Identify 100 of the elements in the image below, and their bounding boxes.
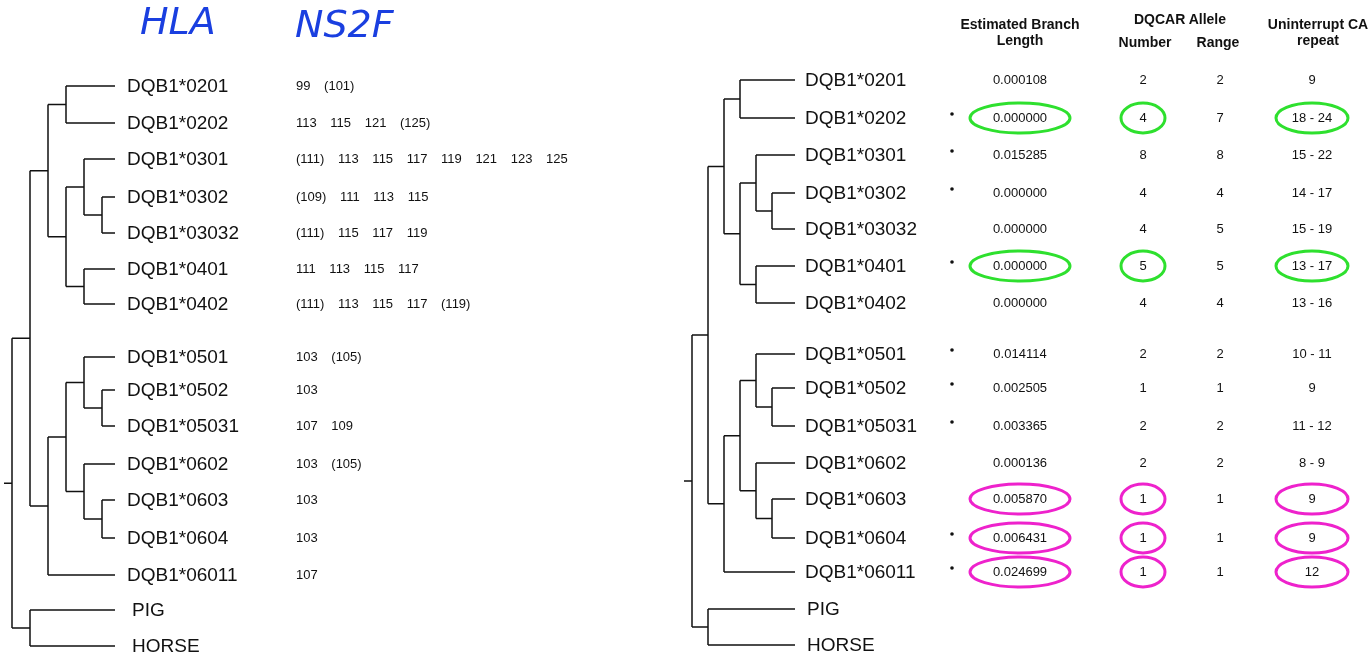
branch-length-value: 0.000000 bbox=[992, 295, 1048, 311]
allele-name: DQB1*0202 bbox=[127, 112, 229, 134]
column-header: Estimated Branch Length bbox=[959, 15, 1081, 49]
branch-length-value: 0.000136 bbox=[992, 455, 1048, 471]
allele-number-value: 1 bbox=[1139, 530, 1147, 546]
allele-name: DQB1*0302 bbox=[805, 182, 907, 204]
repeat-length-values: 103 bbox=[296, 492, 318, 508]
allele-number-value: 4 bbox=[1139, 295, 1147, 311]
range-value: 2 bbox=[1216, 455, 1224, 471]
range-value: 5 bbox=[1216, 258, 1224, 274]
ca-repeat-value: 9 bbox=[1308, 491, 1316, 507]
branch-length-value: 0.014114 bbox=[993, 346, 1047, 362]
branch-length-value: 0.002505 bbox=[992, 380, 1048, 396]
range-value: 1 bbox=[1216, 491, 1224, 507]
range-value: 4 bbox=[1216, 295, 1224, 311]
allele-name: DQB1*03032 bbox=[127, 222, 239, 244]
allele-number-value: 2 bbox=[1139, 346, 1147, 362]
allele-number-value: 4 bbox=[1139, 110, 1147, 126]
repeat-length-values: 113 115 121 (125) bbox=[296, 115, 431, 131]
allele-name: DQB1*06011 bbox=[127, 564, 238, 586]
column-header: Number bbox=[1118, 33, 1172, 51]
range-value: 4 bbox=[1216, 185, 1224, 201]
allele-name: DQB1*0602 bbox=[127, 453, 229, 475]
ca-repeat-value: 14 - 17 bbox=[1291, 185, 1333, 201]
allele-name: DQB1*0402 bbox=[127, 293, 229, 315]
allele-number-value: 1 bbox=[1139, 564, 1147, 580]
allele-name: DQB1*0302 bbox=[127, 186, 229, 208]
repeat-length-values: 103 (105) bbox=[296, 349, 362, 365]
allele-name: DQB1*0604 bbox=[805, 527, 907, 549]
allele-name: DQB1*0603 bbox=[805, 488, 907, 510]
allele-number-value: 8 bbox=[1139, 147, 1147, 163]
range-value: 7 bbox=[1216, 110, 1224, 126]
repeat-length-values: 103 bbox=[296, 530, 318, 546]
allele-name: DQB1*0401 bbox=[127, 258, 229, 280]
allele-name: DQB1*0202 bbox=[805, 107, 907, 129]
allele-name: DQB1*0501 bbox=[127, 346, 229, 368]
repeat-length-values: 103 bbox=[296, 382, 318, 398]
repeat-length-values: 107 109 bbox=[296, 418, 353, 434]
repeat-length-values: (111) 113 115 117 119 121 123 125 bbox=[296, 151, 568, 167]
ca-repeat-value: 9 bbox=[1308, 530, 1316, 546]
allele-number-value: 2 bbox=[1139, 418, 1147, 434]
allele-name: DQB1*0602 bbox=[805, 452, 907, 474]
ca-repeat-value: 15 - 22 bbox=[1291, 147, 1333, 163]
allele-name: DQB1*0201 bbox=[805, 69, 907, 91]
allele-name: DQB1*03032 bbox=[805, 218, 917, 240]
species-name: PIG bbox=[132, 599, 165, 621]
allele-name: DQB1*0501 bbox=[805, 343, 907, 365]
allele-number-value: 1 bbox=[1139, 491, 1147, 507]
allele-name: DQB1*05031 bbox=[805, 415, 917, 437]
repeat-length-values: (109) 111 113 115 bbox=[296, 189, 429, 205]
range-value: 1 bbox=[1216, 380, 1224, 396]
allele-name: DQB1*0401 bbox=[805, 255, 907, 277]
allele-number-value: 5 bbox=[1139, 258, 1147, 274]
branch-length-value: 0.003365 bbox=[992, 418, 1048, 434]
repeat-length-values: (111) 115 117 119 bbox=[296, 225, 428, 241]
branch-length-value: 0.000000 bbox=[992, 258, 1048, 274]
repeat-length-values: 111 113 115 117 bbox=[296, 261, 419, 277]
species-name: PIG bbox=[807, 598, 840, 620]
repeat-length-values: 107 bbox=[296, 567, 318, 583]
ca-repeat-value: 9 bbox=[1308, 72, 1316, 88]
ca-repeat-value: 8 - 9 bbox=[1299, 455, 1325, 471]
column-header: Uninterrupt CA repeat bbox=[1266, 15, 1370, 49]
allele-number-value: 2 bbox=[1139, 72, 1147, 88]
allele-name: DQB1*0502 bbox=[127, 379, 229, 401]
handwritten-note: NS2F bbox=[295, 3, 394, 47]
ca-repeat-value: 10 - 11 bbox=[1292, 346, 1332, 362]
allele-name: DQB1*0301 bbox=[805, 144, 907, 166]
ca-repeat-value: 9 bbox=[1308, 380, 1316, 396]
allele-name: DQB1*0502 bbox=[805, 377, 907, 399]
species-name: HORSE bbox=[132, 635, 200, 657]
range-value: 8 bbox=[1216, 147, 1224, 163]
branch-length-value: 0.000108 bbox=[992, 72, 1048, 88]
branch-length-value: 0.024699 bbox=[992, 564, 1048, 580]
allele-number-value: 4 bbox=[1139, 185, 1147, 201]
range-value: 2 bbox=[1216, 418, 1224, 434]
allele-name: DQB1*0201 bbox=[127, 75, 229, 97]
range-value: 2 bbox=[1216, 346, 1224, 362]
range-value: 1 bbox=[1216, 564, 1224, 580]
handwritten-note: HLA bbox=[140, 0, 216, 44]
range-value: 2 bbox=[1216, 72, 1224, 88]
repeat-length-values: 103 (105) bbox=[296, 456, 362, 472]
ca-repeat-value: 13 - 16 bbox=[1291, 295, 1333, 311]
branch-length-value: 0.006431 bbox=[992, 530, 1048, 546]
allele-name: DQB1*0402 bbox=[805, 292, 907, 314]
allele-name: DQB1*06011 bbox=[805, 561, 916, 583]
ca-repeat-value: 12 bbox=[1304, 564, 1320, 580]
branch-length-value: 0.015285 bbox=[992, 147, 1048, 163]
ca-repeat-value: 15 - 19 bbox=[1291, 221, 1333, 237]
branch-length-value: 0.000000 bbox=[992, 110, 1048, 126]
repeat-length-values: (111) 113 115 117 (119) bbox=[296, 296, 471, 312]
allele-name: DQB1*0604 bbox=[127, 527, 229, 549]
ca-repeat-value: 11 - 12 bbox=[1292, 418, 1332, 434]
branch-length-value: 0.005870 bbox=[992, 491, 1048, 507]
allele-number-value: 2 bbox=[1139, 455, 1147, 471]
allele-number-value: 4 bbox=[1139, 221, 1147, 237]
column-header: Range bbox=[1196, 33, 1240, 51]
ca-repeat-value: 18 - 24 bbox=[1291, 110, 1333, 126]
range-value: 5 bbox=[1216, 221, 1224, 237]
allele-number-value: 1 bbox=[1139, 380, 1147, 396]
range-value: 1 bbox=[1216, 530, 1224, 546]
